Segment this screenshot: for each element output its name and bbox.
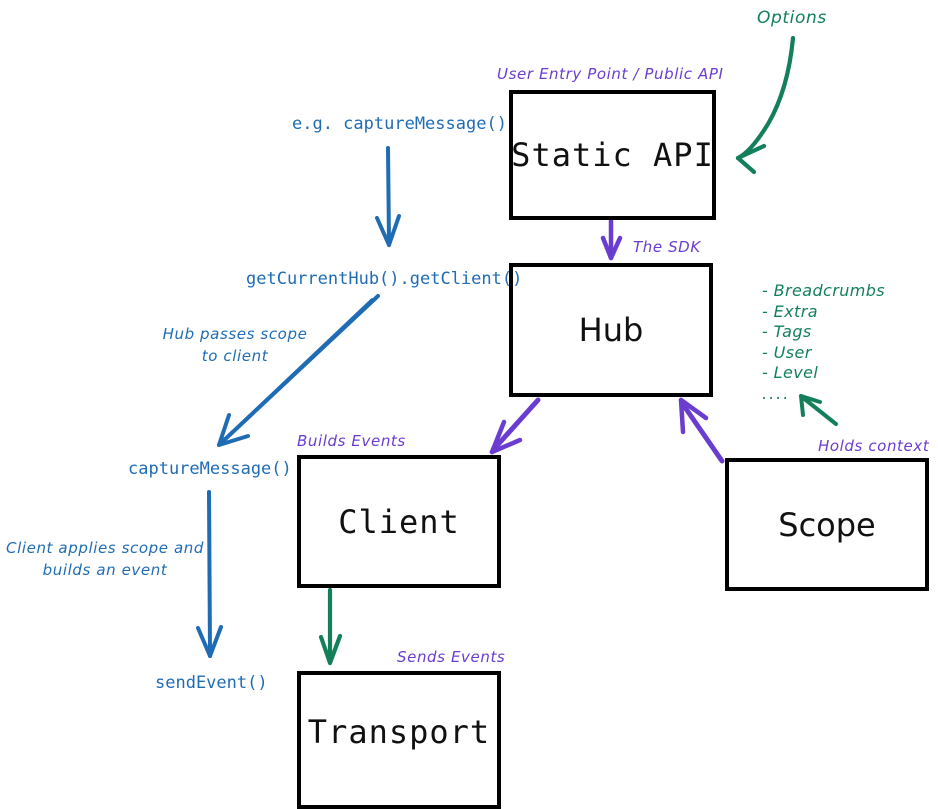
node-hub-label: Hub: [578, 311, 644, 349]
arrow-get-client-diagonal: [217, 294, 380, 447]
node-static-api-label: Static API: [511, 136, 714, 174]
context-list-item-tags: - Tags: [762, 322, 812, 341]
node-transport[interactable]: Transport: [297, 671, 501, 809]
context-list-item-extra: - Extra: [762, 301, 818, 321]
arrow-hub-to-client: [489, 397, 541, 455]
arrow-client-to-transport: [318, 587, 343, 666]
annotation-client-applies-scope: Client applies scope and builds an event: [6, 538, 204, 582]
annotation-client-applies-scope-line1: Client applies scope and: [6, 539, 204, 557]
annotation-builds-events: Builds Events: [297, 432, 406, 450]
annotation-hub-passes-scope: Hub passes scope to client: [160, 324, 310, 368]
context-list: - Breadcrumbs - Extra - Tags - User - Le…: [762, 281, 885, 404]
arrow-scope-to-hub: [678, 397, 725, 464]
node-static-api[interactable]: Static API: [509, 90, 716, 220]
node-hub[interactable]: Hub: [509, 263, 713, 397]
code-label-get-current-hub: getCurrentHub().getClient(): [246, 269, 523, 289]
arrow-options-to-static-api: [735, 35, 796, 175]
code-label-eg-capture-message: e.g. captureMessage(): [292, 114, 507, 134]
context-list-item-user: - User: [762, 342, 812, 362]
annotation-the-sdk: The SDK: [633, 238, 701, 256]
context-list-item-breadcrumbs: - Breadcrumbs: [762, 281, 886, 300]
code-label-send-event: sendEvent(): [155, 673, 268, 693]
node-scope[interactable]: Scope: [725, 458, 929, 591]
annotation-sends-events: Sends Events: [397, 648, 506, 666]
annotation-holds-context: Holds context: [818, 437, 930, 455]
code-label-capture-message: captureMessage(): [128, 459, 292, 479]
node-client-label: Client: [338, 502, 460, 541]
arrow-static-api-to-hub: [600, 218, 623, 261]
arrow-capture-message-down: [375, 146, 401, 247]
context-list-item-level: - Level: [762, 363, 819, 382]
annotation-hub-passes-scope-line2: to client: [201, 346, 269, 365]
annotation-user-entry-point: User Entry Point / Public API: [497, 65, 724, 83]
node-scope-label: Scope: [778, 505, 876, 544]
annotation-options: Options: [757, 8, 827, 28]
context-list-ellipsis: ....: [762, 383, 791, 403]
node-client[interactable]: Client: [297, 455, 501, 588]
annotation-hub-passes-scope-line1: Hub passes scope: [162, 325, 308, 343]
node-transport-label: Transport: [307, 713, 491, 751]
annotation-client-applies-scope-line2: builds an event: [42, 560, 168, 579]
